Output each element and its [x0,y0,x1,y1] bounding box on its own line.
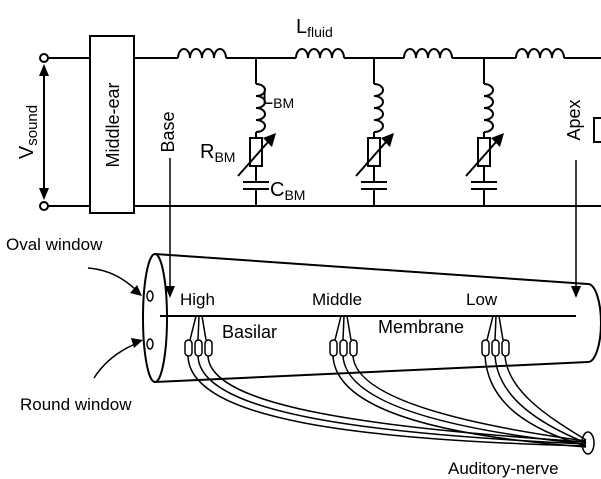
fluid-inductor-4 [515,48,565,59]
cochlea [142,253,601,455]
bm-branch-2 [355,58,394,206]
l-fluid-sub: fluid [307,24,333,40]
middle-ear-box [89,35,135,214]
r-bm-sub: BM [214,149,235,165]
input-terminal-bottom [39,201,49,211]
c-bm-label: CBM [270,179,305,203]
input-terminal-top [39,53,49,63]
bm-branch-3 [465,58,504,206]
basilar-label: Basilar [222,322,277,342]
auditory-nerve-fibers [187,355,587,448]
hair-cells-high [184,315,213,357]
fluid-inductor-3 [403,48,453,59]
oval-window [146,290,154,302]
l-fluid-main: L [296,16,307,38]
middle-ear-label: Middle-ear [103,82,123,167]
auditory-nerve-ellipse [581,431,595,455]
low-label: Low [466,290,498,309]
l-fluid-label: Lfluid [296,16,333,40]
hair-cells-middle [329,315,358,357]
circuit [39,35,601,214]
r-bm-label: RBM [200,141,235,165]
v-sound-main: V [16,145,38,159]
l-bm-label: LBM [262,87,294,111]
oval-window-pointer [87,267,137,291]
membrane-label: Membrane [378,317,464,337]
oval-window-label: Oval window [6,235,103,254]
round-window-label: Round window [20,395,132,414]
round-window-pointer [93,343,136,379]
auditory-nerve-label: Auditory-nerve [448,459,559,478]
fluid-inductor-2 [295,48,345,59]
v-sound-label: Vsound [16,105,41,159]
l-bm-sub: BM [273,95,294,111]
c-bm-main: C [270,179,284,201]
bm-branch-1 [237,58,276,206]
cochlea-base-ellipse [142,253,168,383]
middle-label: Middle [312,290,362,309]
high-label: High [180,290,215,309]
hair-cells-low [481,315,510,357]
fluid-inductor-1 [177,48,227,59]
base-label: Base [158,111,178,152]
l-bm-main: L [262,87,273,109]
c-bm-sub: BM [284,187,305,203]
v-sound-sub: sound [24,105,41,146]
r-bm-main: R [200,141,214,163]
round-window [146,338,154,350]
apex-label: Apex [564,99,584,140]
